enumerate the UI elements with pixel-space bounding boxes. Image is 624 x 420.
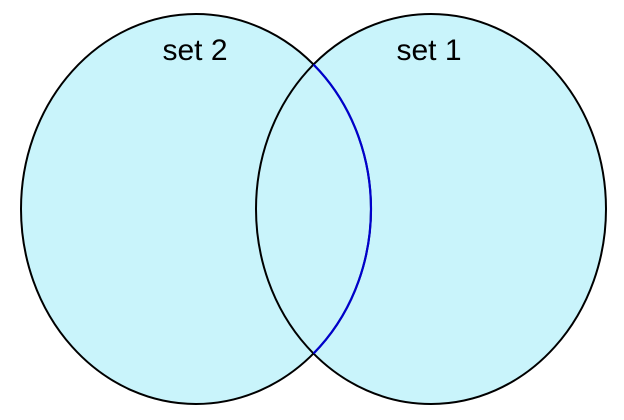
- set-1-outline: [255, 13, 607, 405]
- set-1-fill: [256, 14, 606, 404]
- intersection-highlight-arc: [256, 14, 373, 404]
- set-2-label: set 2: [162, 34, 227, 67]
- set-1-label: set 1: [396, 34, 461, 67]
